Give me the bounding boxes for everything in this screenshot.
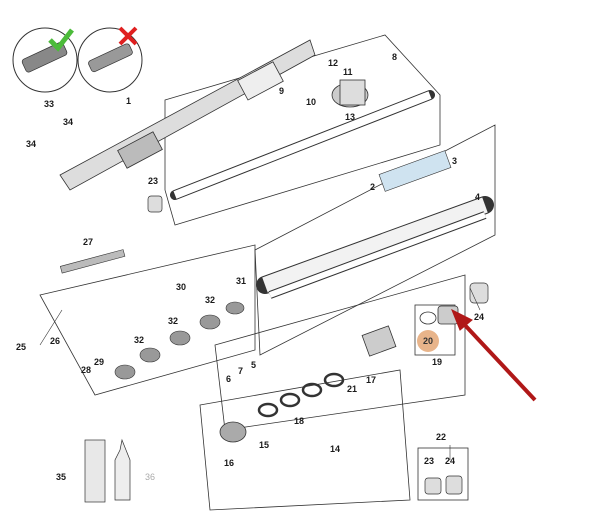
label-part-23a: 23 (148, 176, 159, 186)
label-part-30: 30 (176, 282, 187, 292)
label-part-23b: 23 (424, 456, 435, 466)
sleeve-part-24a (469, 282, 489, 304)
label-part-17: 17 (366, 375, 377, 385)
label-sticker-part-3 (378, 150, 452, 192)
correct-indicator (12, 27, 78, 93)
label-part-19: 19 (432, 357, 443, 367)
label-part-18: 18 (294, 416, 305, 426)
panel-gear-set (199, 369, 411, 511)
label-part-15: 15 (259, 440, 270, 450)
label-part-26: 26 (50, 336, 61, 346)
label-part-13: 13 (345, 112, 356, 122)
label-part-11: 11 (343, 67, 353, 77)
label-part-24b: 24 (445, 456, 456, 466)
label-part-1: 1 (126, 96, 132, 106)
label-part-32b: 32 (168, 316, 179, 326)
label-part-28: 28 (81, 365, 92, 375)
label-part-12: 12 (328, 58, 339, 68)
label-part-33: 33 (44, 99, 55, 109)
label-part-36: 36 (145, 472, 156, 482)
grease-tube-part-35 (84, 439, 106, 503)
label-part-34a: 34 (26, 139, 37, 149)
box-part-22 (417, 447, 469, 501)
label-part-34b: 34 (63, 117, 74, 127)
cable-part-9 (170, 90, 435, 200)
label-part-31: 31 (236, 276, 247, 286)
label-part-25: 25 (16, 342, 27, 352)
bearing-part-17 (361, 325, 397, 357)
label-part-4: 4 (475, 192, 481, 202)
tube-part-2 (256, 196, 494, 299)
panel-shaft-upper (164, 34, 441, 226)
sleeve-part-24b (445, 475, 463, 495)
panel-spring-set (39, 244, 256, 396)
sleeve-part-23b (424, 477, 442, 495)
pointer-arrow (451, 308, 537, 402)
label-part-16: 16 (224, 458, 235, 468)
label-part-2: 2 (370, 182, 376, 192)
label-part-3: 3 (452, 156, 458, 166)
label-part-32c: 32 (205, 295, 216, 305)
incorrect-indicator (77, 26, 143, 93)
rings-part-18 (257, 372, 345, 418)
box-part-19-20 (414, 304, 456, 356)
panel-bearings (214, 274, 466, 431)
gear-part-16 (219, 421, 247, 443)
label-part-29: 29 (94, 357, 105, 367)
label-part-32a: 32 (134, 335, 145, 345)
springs-part-32 (114, 301, 245, 380)
label-part-10: 10 (306, 97, 317, 107)
cross-icon (118, 26, 138, 46)
label-part-22: 22 (436, 432, 447, 442)
label-part-20-highlighted: 20 (417, 330, 439, 352)
label-part-5: 5 (251, 360, 257, 370)
label-part-6: 6 (226, 374, 232, 384)
gearhead-part-8 (331, 79, 369, 108)
label-part-21: 21 (347, 384, 358, 394)
check-icon (48, 28, 74, 52)
label-part-9: 9 (279, 86, 285, 96)
label-part-8: 8 (392, 52, 398, 62)
collar-part-20 (419, 305, 459, 325)
rod-part-27 (59, 249, 126, 274)
cap-part-23a (147, 195, 163, 213)
label-part-24a: 24 (474, 312, 485, 322)
label-part-14: 14 (330, 444, 341, 454)
label-part-7: 7 (238, 366, 244, 376)
label-part-27: 27 (83, 237, 94, 247)
label-part-35: 35 (56, 472, 67, 482)
bottle-part-36 (114, 438, 131, 501)
shaft-part-1 (59, 39, 316, 191)
